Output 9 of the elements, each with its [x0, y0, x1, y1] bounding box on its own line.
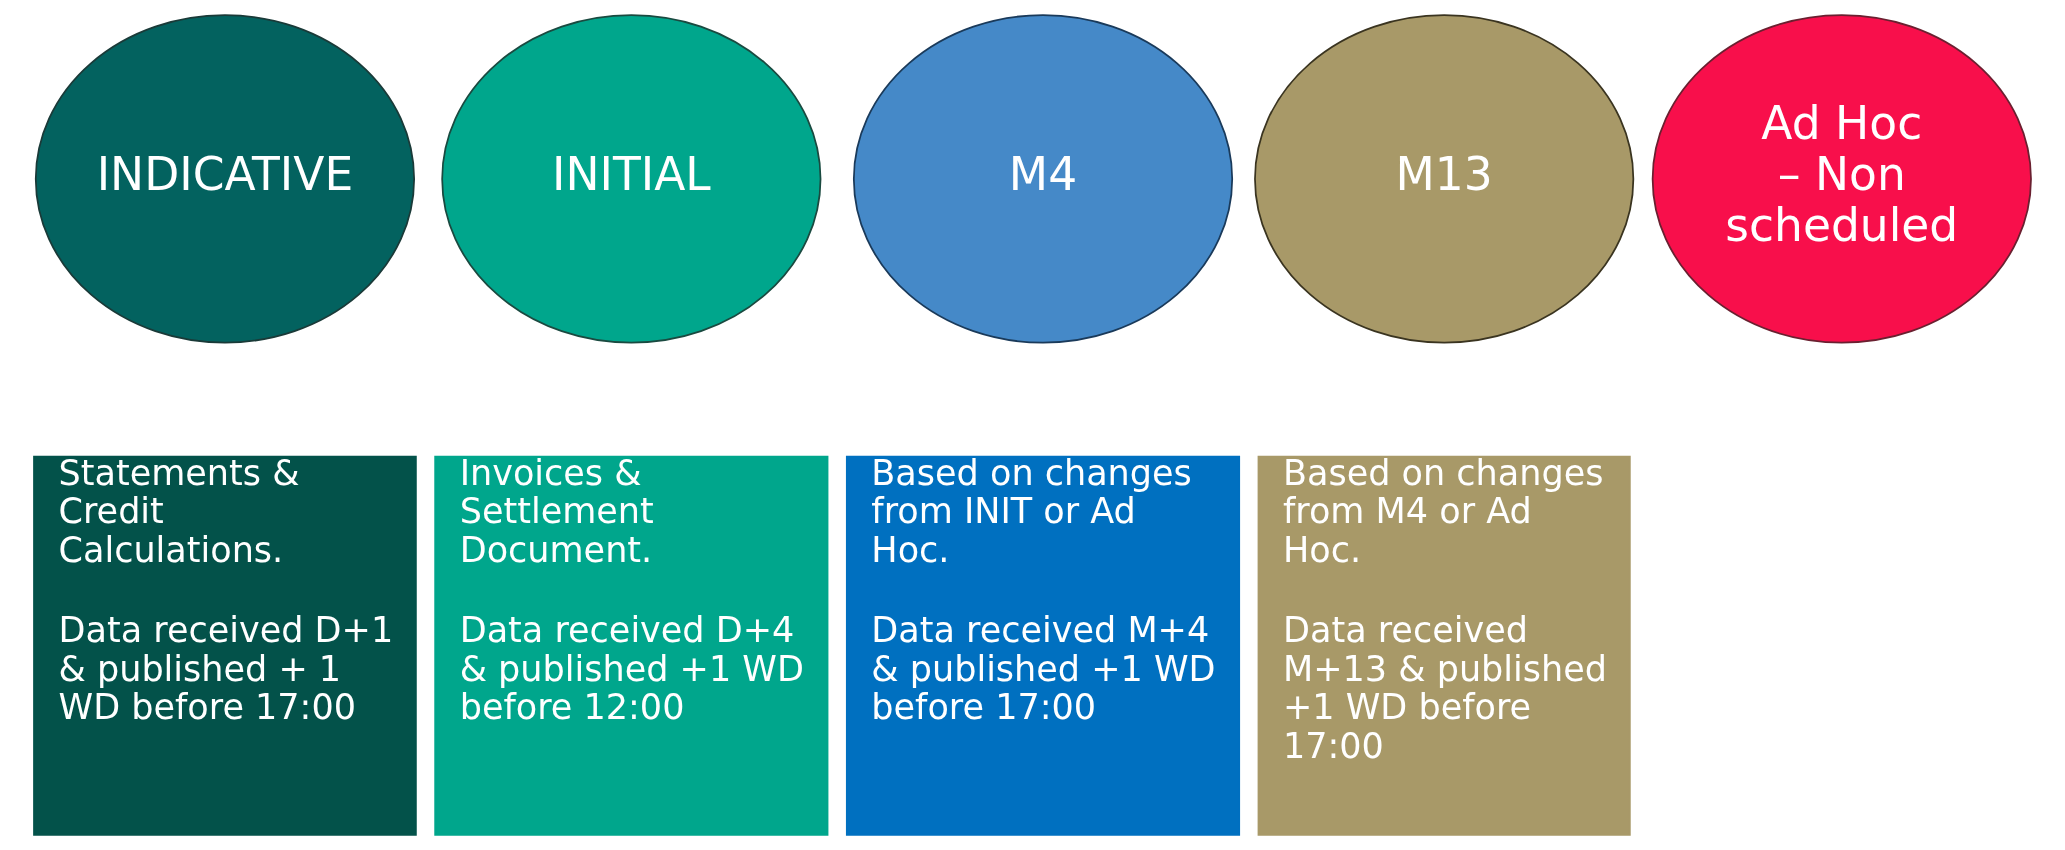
- node-box: Statements & Credit Calculations. Data received D+1 & published + 1 WD before 17:00: [33, 455, 417, 836]
- node-ellipse: INITIAL: [441, 14, 822, 344]
- node-box: Based on changes from M4 or Ad Hoc. Data received M+13 & published +1 WD before 17:00: [1257, 455, 1631, 836]
- node-ellipse: M4: [852, 14, 1234, 344]
- node-box: Invoices & Settlement Document. Data received D+4 & published +1 WD before 12:00: [434, 455, 829, 836]
- node-ellipse: Ad Hoc – Non scheduled: [1651, 14, 2032, 344]
- node-box: Based on changes from INIT or Ad Hoc. Data received M+4 & published +1 WD before 17:00: [845, 455, 1241, 836]
- node-ellipse: INDICATIVE: [34, 14, 415, 344]
- node-ellipse: M13: [1254, 14, 1635, 344]
